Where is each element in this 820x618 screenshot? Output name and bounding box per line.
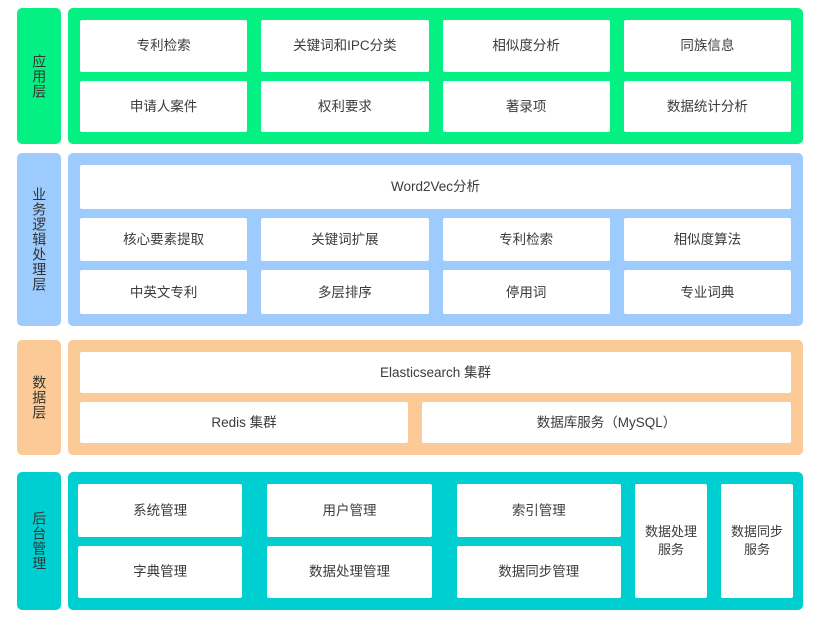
layer-backend-management: 后台管理 系统管理 用户管理 索引管理 字典管理 数据处理管理 数据同步管理 数… [0, 472, 820, 610]
card-data-sync-service[interactable]: 数据同步服务 [721, 484, 793, 598]
card-similarity-analysis[interactable]: 相似度分析 [442, 20, 610, 72]
card-keyword-expansion[interactable]: 关键词扩展 [261, 217, 429, 262]
card-index-management[interactable]: 索引管理 [456, 484, 621, 537]
layer-body-data: Elasticsearch 集群 Redis 集群 数据库服务（MySQL） [68, 340, 803, 455]
tall-card-column: 数据处理服务 [635, 484, 707, 598]
layer-data: 数据层 Elasticsearch 集群 Redis 集群 数据库服务（MySQ… [0, 340, 820, 455]
card-professional-lexicon[interactable]: 专业词典 [623, 270, 791, 315]
card-claims[interactable]: 权利要求 [261, 80, 429, 132]
card-multilevel-sorting[interactable]: 多层排序 [261, 270, 429, 315]
card-redis-cluster[interactable]: Redis 集群 [80, 402, 408, 443]
card-stopwords[interactable]: 停用词 [442, 270, 610, 315]
card-data-sync-management[interactable]: 数据同步管理 [456, 545, 621, 598]
card-row: 中英文专利 多层排序 停用词 专业词典 [80, 270, 791, 315]
card-row: Elasticsearch 集群 [80, 352, 791, 393]
card-row: Word2Vec分析 [80, 165, 791, 209]
card-elasticsearch-cluster[interactable]: Elasticsearch 集群 [80, 352, 791, 393]
card-similarity-algorithm[interactable]: 相似度算法 [623, 217, 791, 262]
layer-label-text: 后台管理 [31, 511, 48, 571]
card-row: 专利检索 关键词和IPC分类 相似度分析 同族信息 [80, 20, 791, 72]
card-database-mysql[interactable]: 数据库服务（MySQL） [422, 402, 791, 443]
card-row: Redis 集群 数据库服务（MySQL） [80, 402, 791, 443]
card-row: 申请人案件 权利要求 著录项 数据统计分析 [80, 80, 791, 132]
tall-card-column: 数据同步服务 [721, 484, 793, 598]
layer-body-backend-management: 系统管理 用户管理 索引管理 字典管理 数据处理管理 数据同步管理 数据处理服务… [68, 472, 803, 610]
card-family-info[interactable]: 同族信息 [623, 20, 791, 72]
card-core-element-extract[interactable]: 核心要素提取 [80, 217, 248, 262]
card-data-processing-service[interactable]: 数据处理服务 [635, 484, 707, 598]
card-applicant-case[interactable]: 申请人案件 [80, 80, 248, 132]
card-row: 核心要素提取 关键词扩展 专利检索 相似度算法 [80, 217, 791, 262]
card-row: 字典管理 数据处理管理 数据同步管理 [78, 545, 621, 598]
layer-body-application: 专利检索 关键词和IPC分类 相似度分析 同族信息 申请人案件 权利要求 著录项… [68, 8, 803, 144]
card-data-process-management[interactable]: 数据处理管理 [267, 545, 432, 598]
layer-label-backend-management: 后台管理 [17, 472, 61, 610]
layer-body-business-logic: Word2Vec分析 核心要素提取 关键词扩展 专利检索 相似度算法 中英文专利… [68, 153, 803, 326]
card-user-management[interactable]: 用户管理 [267, 484, 432, 537]
management-card-grid: 系统管理 用户管理 索引管理 字典管理 数据处理管理 数据同步管理 [78, 484, 621, 598]
card-row: 系统管理 用户管理 索引管理 [78, 484, 621, 537]
card-patent-search[interactable]: 专利检索 [80, 20, 248, 72]
card-word2vec-analysis[interactable]: Word2Vec分析 [80, 165, 791, 209]
layer-business-logic: 业务逻辑处理层 Word2Vec分析 核心要素提取 关键词扩展 专利检索 相似度… [0, 153, 820, 326]
card-patent-search[interactable]: 专利检索 [442, 217, 610, 262]
card-dictionary-management[interactable]: 字典管理 [78, 545, 243, 598]
layer-label-data: 数据层 [17, 340, 61, 455]
layer-label-text: 应用层 [31, 53, 48, 99]
card-bibliographic[interactable]: 著录项 [442, 80, 610, 132]
layer-label-application: 应用层 [17, 8, 61, 144]
layer-application: 应用层 专利检索 关键词和IPC分类 相似度分析 同族信息 申请人案件 权利要求… [0, 8, 820, 144]
card-cn-en-patent[interactable]: 中英文专利 [80, 270, 248, 315]
card-system-management[interactable]: 系统管理 [78, 484, 243, 537]
card-keyword-ipc[interactable]: 关键词和IPC分类 [261, 20, 429, 72]
layer-label-text: 业务逻辑处理层 [31, 187, 48, 292]
card-data-statistics[interactable]: 数据统计分析 [623, 80, 791, 132]
layer-label-text: 数据层 [31, 375, 48, 420]
layer-label-business-logic: 业务逻辑处理层 [17, 153, 61, 326]
